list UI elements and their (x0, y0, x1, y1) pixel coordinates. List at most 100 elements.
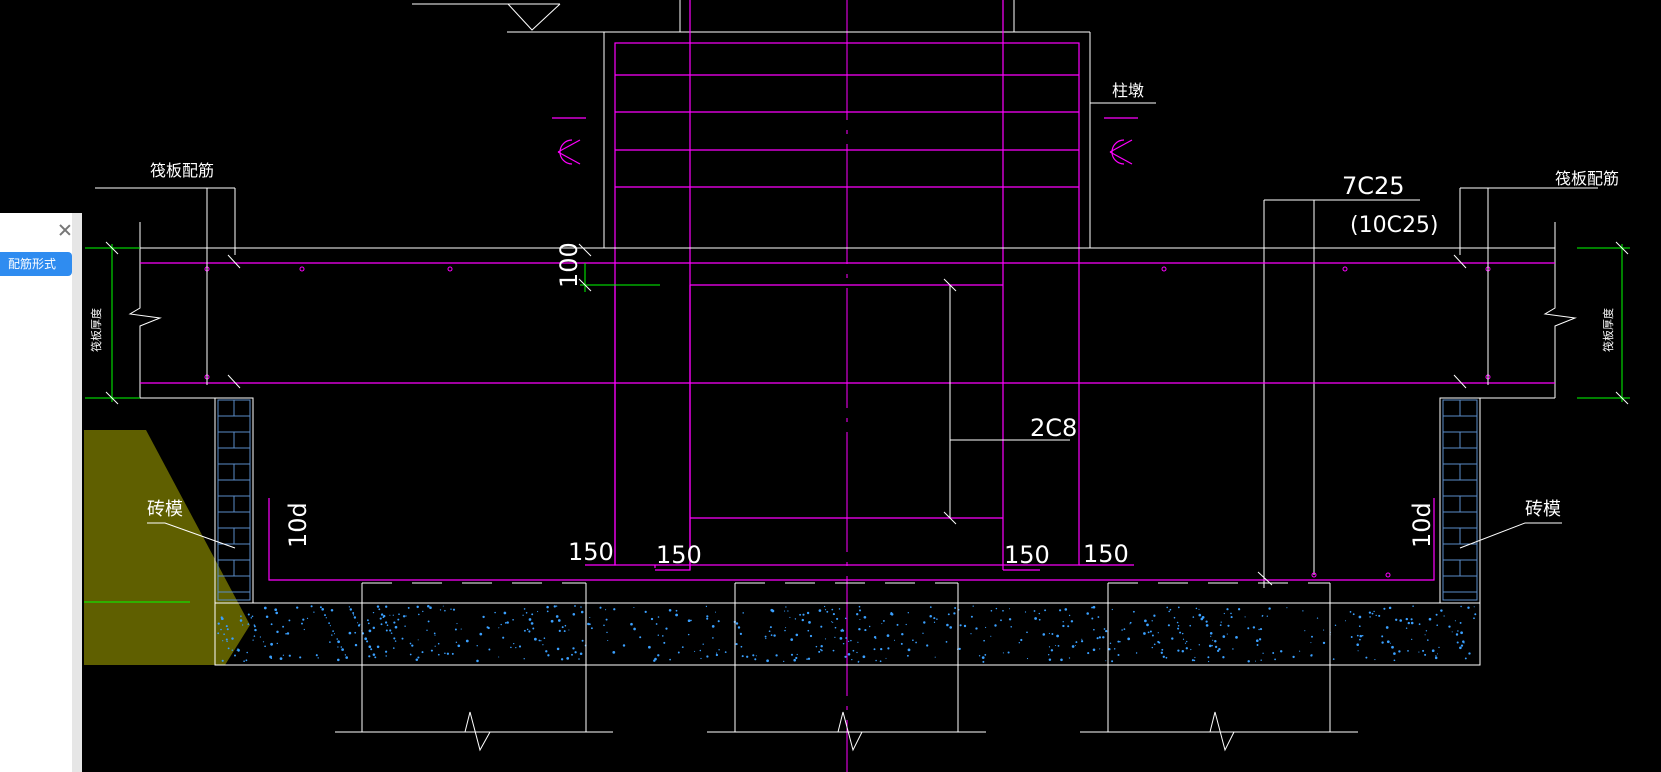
aggregate-dot (796, 653, 798, 656)
aggregate-dot (523, 658, 525, 660)
aggregate-dot (1373, 610, 1375, 613)
aggregate-dot (590, 627, 593, 630)
aggregate-dot (612, 651, 616, 654)
aggregate-dot (818, 650, 821, 653)
aggregate-dot (1218, 648, 1221, 651)
aggregate-dot (543, 637, 546, 639)
label-raft-thickness-left: 筏板厚度 (89, 308, 103, 352)
aggregate-dot (1099, 648, 1101, 650)
aggregate-dot (856, 651, 858, 654)
aggregate-dot (1223, 612, 1225, 615)
aggregate-dot (1075, 641, 1078, 644)
aggregate-dot (313, 611, 315, 613)
aggregate-dot (389, 614, 391, 616)
aggregate-dot (392, 647, 395, 649)
aggregate-dot (282, 654, 285, 656)
aggregate-dot (353, 616, 357, 619)
aggregate-dot (579, 652, 583, 656)
aggregate-dot (847, 640, 850, 643)
aggregate-dot (1181, 632, 1184, 635)
aggregate-dot (972, 605, 974, 607)
close-icon[interactable] (58, 223, 72, 237)
aggregate-dot (769, 626, 772, 629)
aggregate-dot (385, 655, 387, 657)
aggregate-dot (1068, 657, 1071, 659)
aggregate-dot (1103, 628, 1106, 630)
aggregate-dot (367, 622, 370, 625)
aggregate-dot (1374, 659, 1376, 661)
aggregate-dot (285, 632, 287, 635)
aggregate-dot (858, 605, 861, 608)
aggregate-dot (654, 657, 657, 661)
aggregate-dot (630, 622, 633, 626)
aggregate-dot (532, 627, 535, 630)
aggregate-dot (675, 609, 678, 612)
aggregate-dot (912, 639, 914, 641)
aggregate-dot (1393, 659, 1396, 662)
aggregate-dot (422, 610, 424, 613)
aggregate-dot (427, 604, 430, 608)
column-upper-lines (412, 0, 1156, 248)
aggregate-dot (231, 637, 234, 640)
aggregate-dot (437, 653, 440, 656)
aggregate-dot (687, 633, 690, 636)
aggregate-dot (1332, 658, 1335, 660)
aggregate-dot (844, 655, 847, 658)
aggregate-dot (226, 628, 229, 631)
aggregate-dot (687, 619, 691, 623)
aggregate-dot (275, 611, 279, 615)
aggregate-dot (770, 608, 774, 612)
aggregate-dot (1092, 648, 1096, 652)
aggregate-dot (568, 629, 570, 631)
aggregate-dot (936, 618, 938, 620)
aggregate-dot (1411, 638, 1413, 641)
aggregate-dot (724, 651, 727, 653)
aggregate-dot (321, 608, 324, 611)
aggregate-dot (1194, 656, 1196, 659)
aggregate-dot (439, 609, 442, 611)
aggregate-dot (978, 655, 981, 657)
aggregate-dot (1232, 648, 1234, 650)
label-column-wall: 柱墩 (1112, 81, 1144, 100)
aggregate-dot (785, 627, 787, 629)
aggregate-dot (460, 628, 462, 630)
aggregate-dot (1191, 659, 1194, 662)
aggregate-dot (852, 649, 855, 652)
brick-form-leaders (147, 522, 1562, 549)
aggregate-dot (668, 609, 672, 612)
aggregate-dot (336, 638, 339, 640)
aggregate-dot (416, 605, 419, 609)
aggregate-dot (741, 655, 744, 658)
aggregate-dot (915, 641, 917, 644)
aggregate-dot (669, 658, 671, 661)
aggregate-dot (550, 619, 554, 623)
aggregate-dot (1435, 655, 1437, 657)
aggregate-dot (1024, 611, 1027, 613)
aggregate-dot (500, 623, 502, 626)
aggregate-dot (1467, 606, 1470, 609)
aggregate-dot (765, 637, 767, 640)
aggregate-dot (354, 643, 358, 647)
aggregate-dot (253, 635, 256, 637)
aggregate-dot (1144, 619, 1147, 623)
aggregate-dot (1425, 630, 1428, 632)
aggregate-dot (364, 637, 368, 641)
aggregate-dot (1149, 630, 1152, 633)
aggregate-dot (1323, 629, 1325, 631)
aggregate-dot (1434, 656, 1438, 660)
aggregate-dot (1222, 656, 1225, 659)
tab-reinforcement-form[interactable]: 配筋形式 (0, 252, 72, 276)
aggregate-dot (1216, 649, 1220, 653)
aggregate-dot (357, 624, 361, 627)
aggregate-dot (378, 608, 381, 611)
aggregate-dot (983, 639, 985, 642)
aggregate-dot (1071, 645, 1075, 648)
aggregate-dot (515, 646, 517, 649)
aggregate-dot (1086, 612, 1089, 615)
aggregate-dot (1410, 618, 1413, 621)
aggregate-dot (352, 612, 355, 614)
aggregate-dot (886, 634, 890, 637)
aggregate-dot (856, 613, 859, 616)
aggregate-dot (995, 607, 998, 610)
